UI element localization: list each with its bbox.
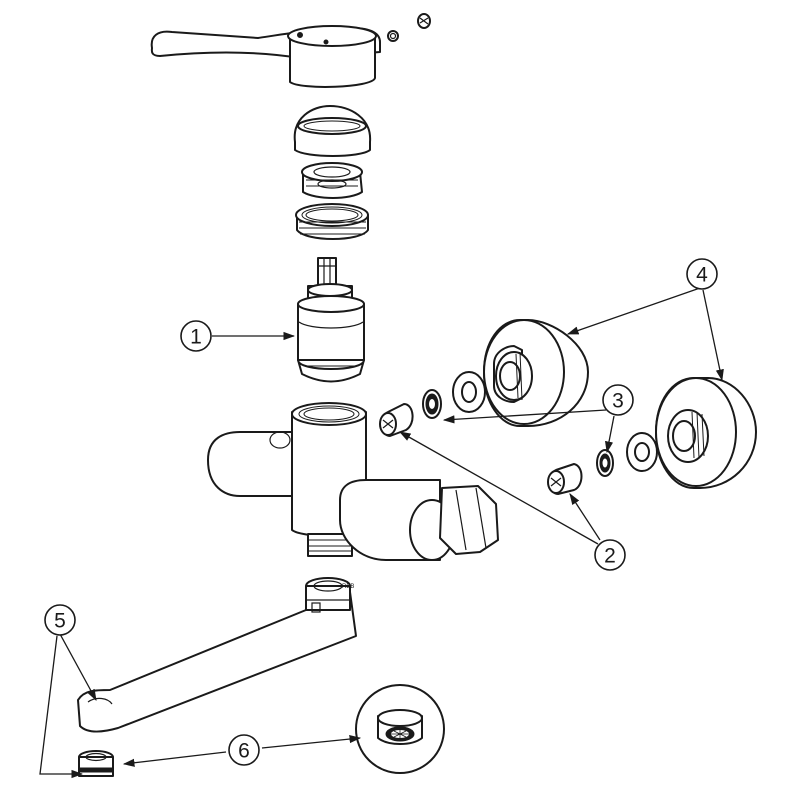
callout-4: 4: [686, 258, 718, 290]
check-valve-upper: [379, 403, 414, 437]
leader-5b: [39, 635, 84, 779]
aerator-detail-view: [355, 684, 445, 774]
bonnet-nut: [301, 162, 363, 199]
leader-3a: [442, 409, 607, 424]
callout-6: 6: [228, 734, 260, 766]
leader-3b: [604, 415, 615, 454]
spout-marking: RBB: [342, 584, 354, 590]
callout-6-label: 6: [238, 740, 250, 763]
eccentric-connector-lower: [655, 377, 757, 489]
washer-upper: [452, 371, 486, 413]
leader-2a: [398, 431, 599, 545]
valve-body: [207, 402, 499, 561]
leader-lines: [39, 287, 724, 779]
dome-cap: [293, 105, 372, 157]
callout-2-label: 2: [604, 545, 616, 568]
set-screws: [387, 13, 431, 42]
callout-1-label: 1: [190, 326, 202, 349]
filter-screen-upper: [422, 389, 442, 419]
leader-4a: [566, 287, 701, 335]
filter-screen-lower: [596, 449, 614, 477]
swivel-spout: RBB: [77, 577, 357, 733]
callout-2: 2: [594, 539, 626, 571]
callout-5: 5: [44, 604, 76, 636]
callout-1: 1: [180, 320, 212, 352]
callout-3: 3: [602, 384, 634, 416]
leader-5a: [59, 633, 97, 702]
lever-handle: [150, 25, 381, 88]
eccentric-connector-upper: [483, 319, 589, 427]
leader-2b: [569, 493, 601, 541]
callout-5-label: 5: [54, 610, 66, 633]
threaded-ring: [295, 203, 369, 240]
check-valve-lower: [547, 463, 583, 495]
aerator: [78, 750, 114, 777]
washer-lower: [626, 432, 658, 472]
leader-6b: [261, 734, 362, 749]
leader-4b: [702, 289, 724, 382]
cartridge: [297, 257, 365, 383]
leader-6a: [122, 751, 227, 767]
callout-4-label: 4: [696, 264, 708, 287]
callout-3-label: 3: [612, 390, 624, 413]
